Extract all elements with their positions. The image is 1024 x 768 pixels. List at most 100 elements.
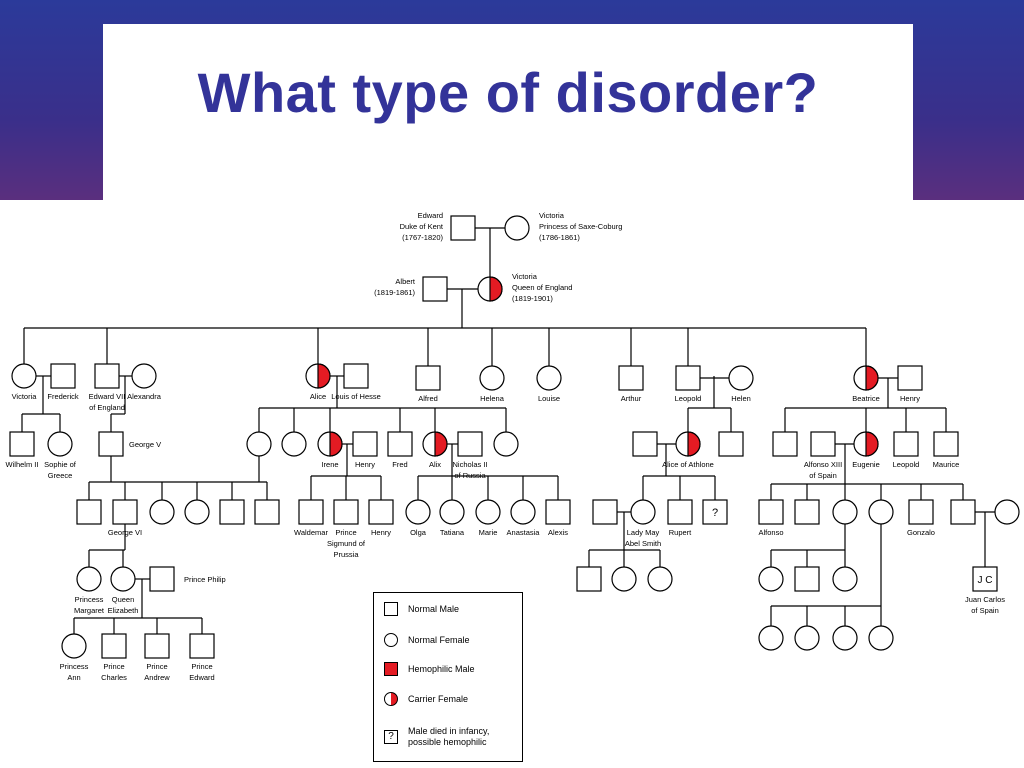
square-icon <box>384 602 398 616</box>
person-label: Albert <box>395 277 416 286</box>
male-symbol <box>718 431 744 457</box>
legend-carrier-female: Carrier Female <box>384 689 468 709</box>
male-symbol <box>702 499 728 525</box>
female-symbol <box>611 566 637 592</box>
person-label: Edward <box>189 673 214 682</box>
person-arthur: Arthur <box>618 365 644 403</box>
person-bea-son1 <box>772 431 798 457</box>
legend-label: Carrier Female <box>408 693 469 704</box>
person-label: Juan Carlos <box>965 595 1005 604</box>
person-label: Rupert <box>669 528 692 537</box>
male-symbol <box>112 499 138 525</box>
person-frederick: Frederick <box>47 363 79 401</box>
legend-label-line1: Male died in infancy, <box>408 726 490 736</box>
person-philip: Prince Philip <box>149 566 226 592</box>
female-symbol <box>630 499 656 525</box>
person-alexandra: Alexandra <box>127 363 162 401</box>
female-symbol <box>536 365 562 391</box>
legend-normal-male: Normal Male <box>384 599 459 619</box>
person-label: Alix <box>429 460 441 469</box>
person-label: Elizabeth <box>108 606 139 615</box>
legend: Normal Male Normal Female Hemophilic Mal… <box>373 592 523 762</box>
person-irene: Irene <box>317 431 343 469</box>
carrier-half-fill <box>865 365 879 391</box>
person-louise: Louise <box>536 365 562 403</box>
person-leo-son <box>718 431 744 457</box>
carrier-half-fill <box>865 431 879 457</box>
question-square-icon: ? <box>384 730 398 744</box>
person-alice-f1 <box>246 431 272 457</box>
person-alice-f2 <box>281 431 307 457</box>
person-label: Abel Smith <box>625 539 661 548</box>
person-eu-c4 <box>868 499 894 525</box>
person-alexis: Alexis <box>545 499 571 537</box>
person-henry-b: Henry <box>897 365 923 403</box>
person-maurice: Maurice <box>933 431 959 469</box>
female-symbol <box>475 499 501 525</box>
person-label: Princess <box>75 595 104 604</box>
person-label: Marie <box>479 528 498 537</box>
hemophilic-male-symbol <box>933 431 959 457</box>
person-george-vi: George VI <box>108 499 142 537</box>
person-label: Irene <box>321 460 338 469</box>
male-symbol <box>76 499 102 525</box>
hemophilic-male-symbol <box>298 499 324 525</box>
person-eu3-c3 <box>832 566 858 592</box>
male-symbol <box>772 431 798 457</box>
person-label: Henry <box>371 528 391 537</box>
female-symbol <box>131 363 157 389</box>
carrier-half-fill <box>317 363 331 389</box>
person-label: Prince <box>146 662 167 671</box>
female-symbol <box>868 499 894 525</box>
person-label: Alice <box>310 392 326 401</box>
male-symbol <box>50 363 76 389</box>
question-mark-icon: ? <box>712 507 718 519</box>
male-symbol <box>794 499 820 525</box>
male-symbol <box>450 215 476 241</box>
person-label: Prince Philip <box>184 575 226 584</box>
person-label: Wilhelm II <box>6 460 39 469</box>
slide-title: What type of disorder? <box>197 61 819 124</box>
person-label: Prussia <box>333 550 359 559</box>
person-olga: Olga <box>405 499 431 537</box>
person-label: Alice of Athlone <box>662 460 714 469</box>
person-label: Louis of Hesse <box>331 392 381 401</box>
person-label: (1819-1901) <box>512 294 553 303</box>
female-symbol <box>832 625 858 651</box>
female-symbol <box>832 499 858 525</box>
person-label: Alfonso XIII <box>804 460 842 469</box>
male-symbol <box>810 431 836 457</box>
female-symbol <box>439 499 465 525</box>
legend-label: Male died in infancy, possible hemophili… <box>408 726 489 748</box>
title-panel: What type of disorder? <box>103 24 913 200</box>
female-symbol <box>758 566 784 592</box>
male-symbol <box>457 431 483 457</box>
person-label: Gonzalo <box>907 528 935 537</box>
male-symbol <box>144 633 170 659</box>
person-leopold: Leopold <box>675 365 701 403</box>
male-symbol <box>576 566 602 592</box>
male-symbol <box>897 365 923 391</box>
person-eugenie: Eugenie <box>852 431 880 469</box>
person-gv-c6 <box>254 499 280 525</box>
person-label: Waldemar <box>294 528 328 537</box>
person-eu4-c2 <box>794 625 820 651</box>
female-symbol <box>47 431 73 457</box>
carrier-half-fill <box>329 431 343 457</box>
male-symbol <box>98 431 124 457</box>
filled-square-icon <box>384 662 398 676</box>
person-louis-hesse: Louis of Hesse <box>331 363 381 401</box>
person-label: Anastasia <box>507 528 541 537</box>
person-albert: Albert(1819-1861) <box>374 276 448 302</box>
person-label: Henry <box>355 460 375 469</box>
male-symbol <box>592 499 618 525</box>
